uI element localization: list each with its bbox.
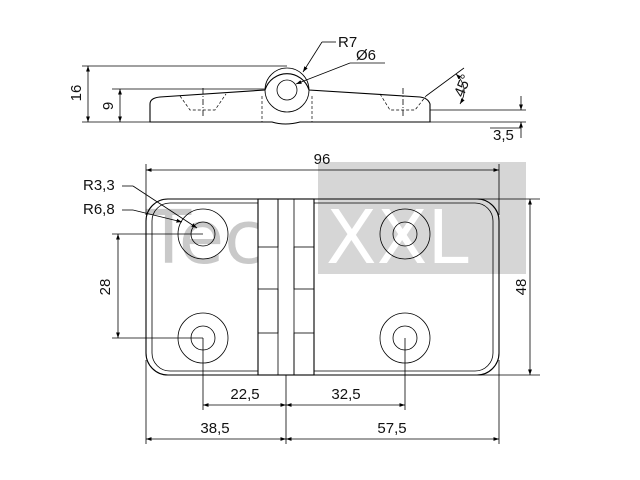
dim-knuckle-radius: R7 bbox=[338, 34, 357, 51]
countersink-left-hidden bbox=[179, 93, 227, 111]
leader-r6-8-diag bbox=[132, 209, 183, 223]
watermark-brand: XXL bbox=[326, 195, 469, 281]
dim-pin-diameter: Ø6 bbox=[356, 47, 376, 64]
hinge-pin-hole bbox=[276, 79, 298, 101]
dim-hole-spacing-vertical: 28 bbox=[97, 279, 114, 296]
dim-thickness: 3,5 bbox=[493, 127, 514, 144]
leader-r7-diag bbox=[302, 41, 323, 73]
top-view: 96 48 28 R3,3 R6,8 22,5 32,5 38,5 bbox=[83, 151, 540, 444]
dim-boss-radius: R6,8 bbox=[83, 201, 115, 218]
dim-height-total: 16 bbox=[68, 85, 85, 102]
hinge-plate-inner-edge bbox=[151, 202, 494, 372]
hinge-side-profile bbox=[149, 73, 431, 125]
dim-right-hole-offset: 32,5 bbox=[331, 386, 360, 403]
dim-right-leaf-length: 57,5 bbox=[377, 420, 406, 437]
dim-length: 96 bbox=[314, 151, 331, 168]
dim-countersink-angle: 45° bbox=[451, 72, 475, 99]
dim-hole-radius: R3,3 bbox=[83, 177, 115, 194]
watermark-box bbox=[318, 162, 526, 274]
dim-height-body: 9 bbox=[100, 102, 117, 110]
countersink-right-hidden bbox=[379, 93, 427, 111]
leader-r3-3-diag bbox=[132, 185, 198, 229]
angle-arc bbox=[455, 73, 465, 105]
hinge-knuckle bbox=[264, 67, 310, 113]
dim-width: 48 bbox=[513, 279, 530, 296]
side-view: 16 9 R7 Ø6 45° 3,5 bbox=[68, 34, 526, 144]
mount-hole-top-right bbox=[379, 208, 431, 260]
dim-left-hole-offset: 22,5 bbox=[230, 386, 259, 403]
knuckle-strip bbox=[257, 198, 315, 376]
watermark: Tech XXL bbox=[145, 162, 526, 281]
leader-d6-diag bbox=[295, 62, 351, 85]
dim-left-leaf-length: 38,5 bbox=[200, 420, 229, 437]
angle-ref-line bbox=[425, 67, 465, 97]
